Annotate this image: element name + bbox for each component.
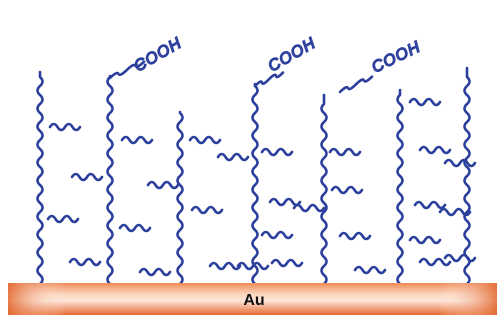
short-chain-20 <box>292 203 326 213</box>
long-chain-6 <box>396 88 404 286</box>
short-chain-30 <box>443 253 477 263</box>
long-chain-2 <box>106 74 114 286</box>
short-chain-9 <box>188 135 222 145</box>
short-chain-5 <box>120 135 154 145</box>
short-chain-4 <box>68 257 102 267</box>
end-group-label-3: COOH <box>369 39 423 77</box>
short-chain-17 <box>270 258 304 268</box>
short-chain-13 <box>236 261 270 271</box>
long-chain-5 <box>320 93 328 286</box>
alkyl-chains <box>36 60 471 286</box>
short-chain-28 <box>443 158 477 168</box>
substrate-label: Au <box>243 292 264 309</box>
short-chain-26 <box>408 235 442 245</box>
short-chain-19 <box>330 185 364 195</box>
short-chain-15 <box>268 197 302 207</box>
short-chain-14 <box>260 147 294 157</box>
short-chain-3 <box>46 214 80 224</box>
short-chain-23 <box>408 97 442 107</box>
short-chain-16 <box>260 230 294 240</box>
cooh-tail-2 <box>253 71 285 88</box>
end-group-label-1: COOH <box>132 35 186 76</box>
short-chain-12 <box>208 261 242 271</box>
short-chain-18 <box>328 147 362 157</box>
gold-substrate: Au <box>8 283 497 315</box>
short-chain-29 <box>438 207 472 217</box>
short-chain-27 <box>418 257 452 267</box>
short-chain-8 <box>138 267 172 277</box>
short-chain-21 <box>338 231 372 241</box>
long-chain-3 <box>176 110 184 286</box>
end-group-label-2: COOH <box>266 35 320 76</box>
long-chain-1 <box>36 70 44 286</box>
short-chain-6 <box>146 180 180 190</box>
gold-substrate-edge-shade <box>8 283 497 315</box>
short-chain-24 <box>418 145 452 155</box>
cooh-tail-3 <box>338 75 374 94</box>
long-chain-7 <box>463 66 471 286</box>
short-chain-25 <box>413 200 447 210</box>
cooh-tail-1 <box>108 60 146 80</box>
short-chain-11 <box>190 205 224 215</box>
short-chain-2 <box>70 172 104 182</box>
short-chain-fragments <box>46 97 477 277</box>
short-chain-1 <box>48 122 82 132</box>
long-chain-4 <box>251 82 259 286</box>
short-chain-22 <box>353 265 387 275</box>
short-chain-10 <box>216 152 250 162</box>
short-chain-7 <box>118 223 152 233</box>
